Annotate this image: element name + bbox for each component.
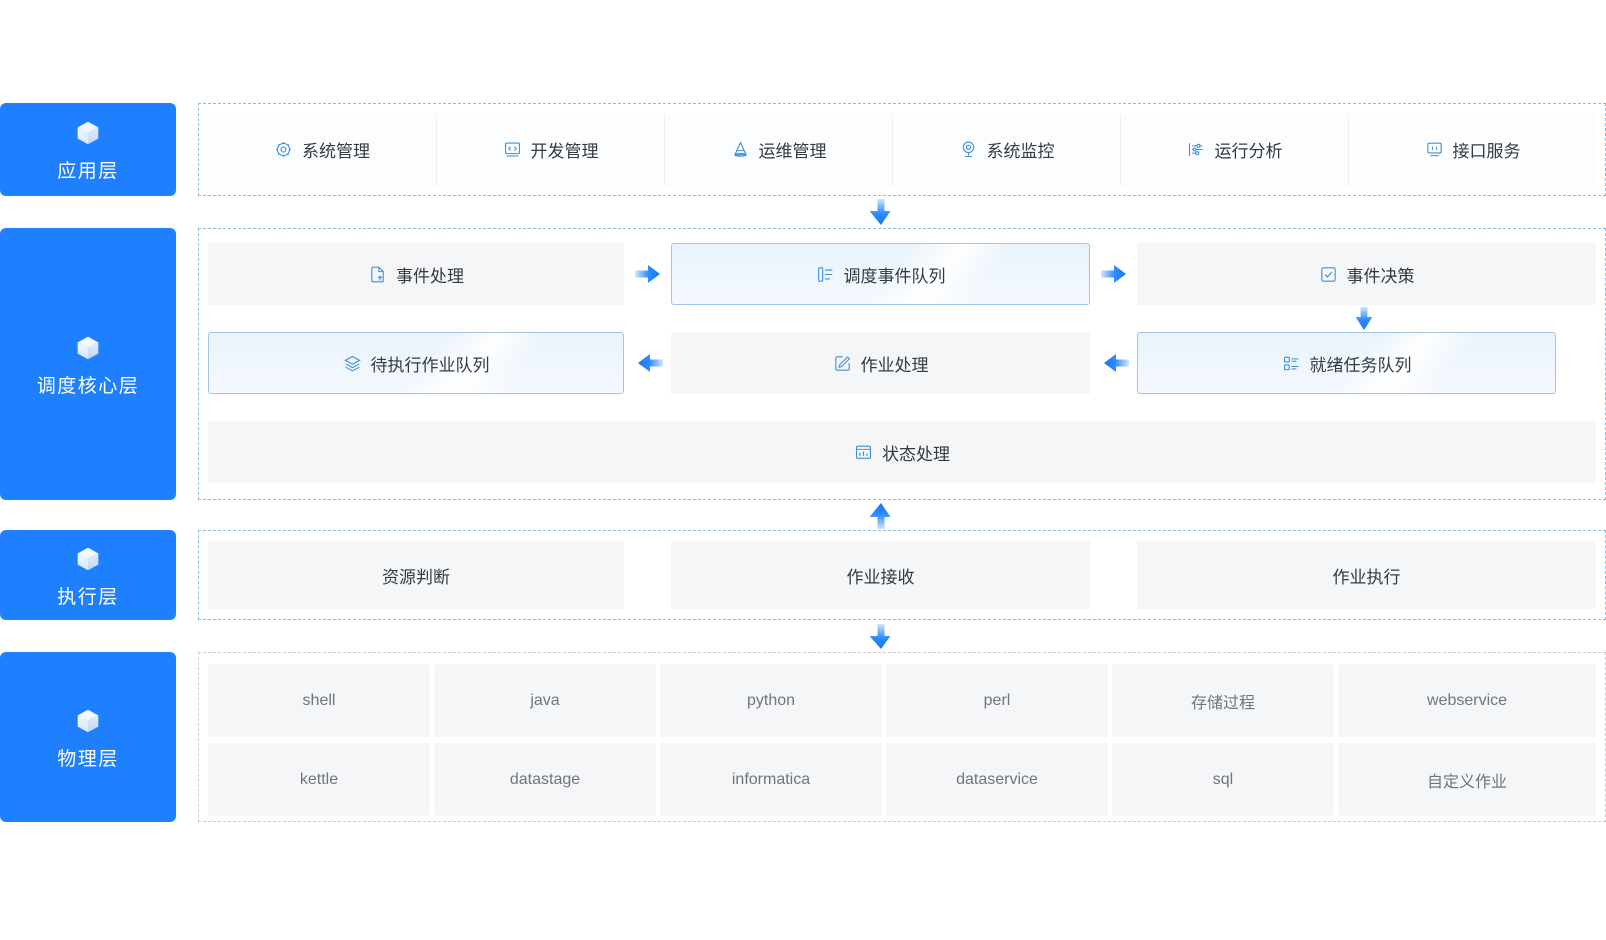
phys-card-label: webservice (1426, 691, 1508, 709)
phys-card-shell[interactable]: shell (208, 664, 430, 737)
code-window-icon (503, 140, 522, 159)
sched-card-status-processing[interactable]: 状态处理 (208, 421, 1596, 483)
phys-card-dataservice[interactable]: dataservice (886, 743, 1108, 816)
sched-card-label: 就绪任务队列 (1309, 355, 1412, 375)
chart-window-icon (854, 443, 873, 462)
pen-square-icon (833, 354, 852, 373)
layer-chip-label: 执行层 (57, 586, 119, 608)
layer-chip-label: 应用层 (57, 161, 119, 182)
layer-chip-label: 物理层 (57, 748, 119, 770)
app-card-label: 运行分析 (1214, 142, 1283, 161)
exec-card-label: 资源判断 (382, 567, 450, 587)
cube-icon (73, 118, 103, 153)
phys-card-webservice[interactable]: webservice (1338, 664, 1596, 737)
phys-card-sql[interactable]: sql (1112, 743, 1334, 816)
phys-card-label: 存储过程 (1190, 694, 1255, 712)
app-card-runtime-analysis[interactable]: 运行分析 (1121, 113, 1349, 186)
phys-card-kettle[interactable]: kettle (208, 743, 430, 816)
monitor-camera-icon (959, 140, 978, 159)
app-card-system-monitoring[interactable]: 系统监控 (893, 113, 1121, 186)
sched-card-event-processing[interactable]: 事件处理 (208, 243, 624, 305)
sched-card-job-processing[interactable]: 作业处理 (671, 332, 1090, 394)
sched-card-label: 待执行作业队列 (370, 355, 490, 375)
cube-icon (73, 544, 103, 579)
phys-card-label: java (530, 691, 560, 709)
sliders-icon (1187, 140, 1206, 159)
app-card-operations-management[interactable]: 运维管理 (665, 113, 893, 186)
phys-card-stored-procedure[interactable]: 存储过程 (1112, 664, 1334, 737)
file-upload-icon (368, 265, 387, 284)
layer-chip-label: 调度核心层 (36, 375, 140, 397)
phys-card-custom-job[interactable]: 自定义作业 (1338, 743, 1596, 816)
layer-chip-scheduling[interactable]: 调度核心层 (0, 228, 176, 500)
arrow-app-to-scheduling (866, 199, 896, 231)
exec-card-job-reception[interactable]: 作业接收 (671, 541, 1090, 609)
app-card-label: 运维管理 (758, 142, 827, 161)
phys-card-datastage[interactable]: datastage (434, 743, 656, 816)
app-card-interface-service[interactable]: 接口服务 (1349, 113, 1596, 186)
sched-card-event-decision[interactable]: 事件决策 (1137, 243, 1596, 305)
exec-card-resource-judgement[interactable]: 资源判断 (208, 541, 624, 609)
sched-card-ready-task-queue[interactable]: 就绪任务队列 (1137, 332, 1556, 394)
arrow-execution-to-physical (866, 624, 896, 655)
phys-card-label: sql (1212, 770, 1234, 788)
sched-card-label: 作业处理 (860, 355, 929, 375)
app-card-label: 开发管理 (530, 142, 599, 161)
app-card-label: 系统管理 (302, 142, 370, 161)
phys-card-java[interactable]: java (434, 664, 656, 737)
phys-card-label: 自定义作业 (1426, 773, 1507, 791)
app-card-label: 系统监控 (986, 142, 1055, 161)
phys-card-label: dataservice (956, 770, 1038, 788)
sched-card-label: 状态处理 (882, 444, 950, 464)
phys-card-python[interactable]: python (660, 664, 882, 737)
gear-icon (274, 140, 293, 159)
layer-chip-application[interactable]: 应用层 (0, 103, 176, 196)
phys-card-label: informatica (731, 770, 811, 788)
sched-card-label: 事件处理 (396, 266, 464, 286)
phys-card-label: perl (983, 691, 1011, 709)
exec-card-label: 作业执行 (1332, 567, 1401, 587)
exec-card-label: 作业接收 (846, 567, 915, 587)
cone-icon (731, 140, 750, 159)
layer-chip-execution[interactable]: 执行层 (0, 530, 176, 620)
layer-chip-physical[interactable]: 物理层 (0, 652, 176, 822)
app-card-system-management[interactable]: 系统管理 (208, 113, 437, 186)
exec-card-job-execution[interactable]: 作业执行 (1137, 541, 1596, 609)
interface-icon (1425, 140, 1444, 159)
check-square-icon (1319, 265, 1338, 284)
sched-card-dispatch-event-queue[interactable]: 调度事件队列 (671, 243, 1090, 305)
phys-card-label: shell (302, 691, 336, 709)
app-card-label: 接口服务 (1452, 142, 1521, 161)
cube-icon (73, 706, 103, 741)
phys-card-label: kettle (299, 770, 339, 788)
phys-card-perl[interactable]: perl (886, 664, 1108, 737)
app-card-development-management[interactable]: 开发管理 (437, 113, 665, 186)
cube-icon (73, 333, 103, 368)
checklist-icon (1282, 354, 1301, 373)
sched-card-pending-job-queue[interactable]: 待执行作业队列 (208, 332, 624, 394)
list-queue-icon (816, 265, 835, 284)
layers-icon (343, 354, 362, 373)
phys-card-informatica[interactable]: informatica (660, 743, 882, 816)
phys-card-label: python (746, 691, 796, 709)
sched-card-label: 事件决策 (1346, 266, 1415, 286)
phys-card-label: datastage (509, 770, 581, 788)
sched-card-label: 调度事件队列 (843, 266, 946, 286)
